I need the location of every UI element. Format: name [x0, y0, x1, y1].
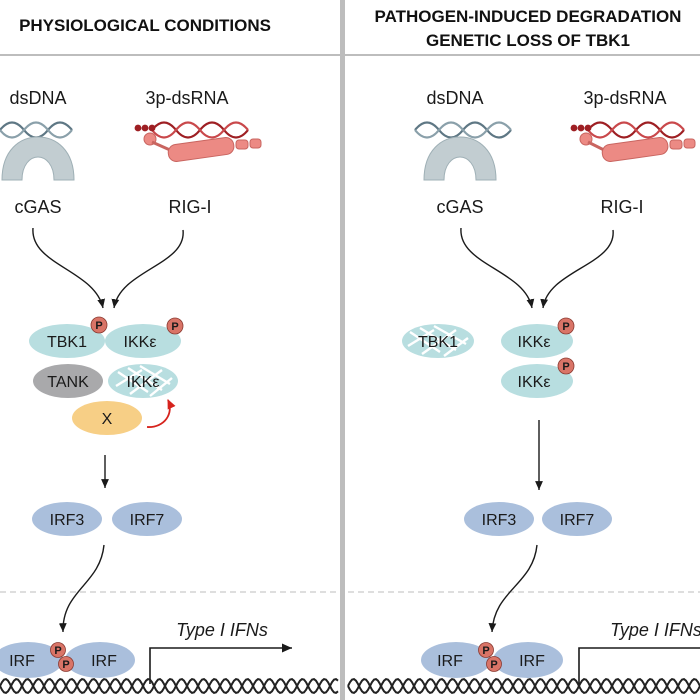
left-ikk-top-protein	[105, 324, 181, 358]
right-ikk-bottom-protein	[501, 364, 573, 398]
header-right-line2: GENETIC LOSS OF TBK1	[426, 31, 630, 50]
left-irf7-protein	[112, 502, 182, 536]
right-arrow-to-dimer	[488, 544, 538, 633]
left-red-arrow	[146, 399, 176, 428]
left-irf-b-protein	[65, 642, 135, 678]
right-cgas-shape	[423, 136, 497, 181]
left-ifn-label: Type I IFNs	[176, 620, 268, 640]
right-cgas-label: cGAS	[436, 197, 483, 217]
right-dimer-phospho-2	[486, 656, 502, 672]
phospho-label: P	[95, 320, 102, 332]
left-tank-protein	[33, 364, 103, 398]
right-irf-a-protein	[421, 642, 491, 678]
phospho-label: P	[562, 361, 569, 373]
left-irf-a-label: IRF	[9, 653, 35, 670]
header-right-line1: PATHOGEN-INDUCED DEGRADATION	[375, 7, 682, 26]
right-rna-helix	[587, 121, 685, 139]
phospho-label: P	[490, 659, 497, 671]
right-irf3-label: IRF3	[482, 512, 517, 529]
header-left: PHYSIOLOGICAL CONDITIONS	[19, 16, 271, 35]
right-irf7-protein	[542, 502, 612, 536]
panel-divider	[340, 0, 345, 700]
right-triphosphate	[570, 124, 592, 132]
phospho-label: P	[171, 321, 178, 333]
left-irf3-protein	[32, 502, 102, 536]
left-ikk-degraded-label: IKKε	[127, 374, 160, 391]
left-tank-label: TANK	[47, 374, 89, 391]
left-dna-strand	[0, 678, 339, 694]
right-irf-b-label: IRF	[519, 653, 545, 670]
phospho-label: P	[54, 645, 61, 657]
left-x-label: X	[102, 411, 113, 428]
right-irf-a-label: IRF	[437, 653, 463, 670]
left-ifn-arrow	[149, 643, 292, 684]
right-dsdna-label: dsDNA	[426, 88, 483, 108]
left-irf3-label: IRF3	[50, 512, 85, 529]
phospho-label: P	[62, 659, 69, 671]
left-cgas-shape	[1, 136, 75, 181]
right-arrow-cgas	[460, 227, 535, 309]
right-panel: dsDNA 3p-dsRNA cGAS RIG-I TB	[347, 88, 700, 694]
left-ikk-top-label: IKKε	[124, 334, 157, 351]
right-dna-strand	[347, 678, 700, 694]
left-x-protein	[72, 401, 142, 435]
left-dsdna-helix	[0, 121, 73, 139]
right-rna-label: 3p-dsRNA	[583, 88, 666, 108]
right-irf-b-protein	[493, 642, 563, 678]
right-irf3-protein	[464, 502, 534, 536]
left-cgas-label: cGAS	[14, 197, 61, 217]
right-ikk-top-phospho	[557, 317, 575, 335]
right-rig-i-shape	[579, 132, 696, 162]
left-tbk1-label: TBK1	[47, 334, 87, 351]
left-dimer-phospho-2	[58, 656, 74, 672]
left-ikk-degraded-hatch	[115, 364, 173, 397]
right-ikk-bottom-phospho	[557, 357, 575, 375]
phospho-label: P	[562, 321, 569, 333]
right-tbk1-degraded-label: TBK1	[418, 334, 458, 351]
left-irf7-label: IRF7	[130, 512, 165, 529]
left-irf-b-label: IRF	[91, 653, 117, 670]
right-irf7-label: IRF7	[560, 512, 595, 529]
left-ikk-phospho	[166, 317, 184, 335]
left-dsdna-label: dsDNA	[9, 88, 66, 108]
right-rig-label: RIG-I	[601, 197, 644, 217]
right-dimer-phospho-1	[478, 642, 494, 658]
left-rna-helix	[151, 121, 249, 139]
phospho-label: P	[482, 645, 489, 657]
left-arrow-rig	[111, 229, 184, 309]
right-dsdna-helix	[414, 121, 512, 139]
left-dimer-phospho-1	[50, 642, 66, 658]
left-panel: dsDNA 3p-dsRNA cGAS RIG-I	[0, 88, 339, 694]
left-arrow-cgas	[32, 227, 106, 309]
right-ifn-label: Type I IFNs	[610, 620, 700, 640]
left-rig-i-shape	[143, 132, 262, 162]
right-tbk1-degraded-hatch	[407, 324, 469, 357]
right-ikk-top-label: IKKε	[518, 334, 551, 351]
left-rig-label: RIG-I	[169, 197, 212, 217]
left-rna-label: 3p-dsRNA	[145, 88, 228, 108]
left-arrow-to-dimer	[58, 544, 105, 633]
right-arrow-rig	[540, 229, 614, 309]
left-tbk1-phospho	[90, 316, 108, 334]
left-irf-a-protein	[0, 642, 63, 678]
right-ikk-top-protein	[501, 324, 573, 358]
left-triphosphate	[134, 124, 156, 132]
right-ikk-bottom-label: IKKε	[518, 374, 551, 391]
left-tbk1-protein	[29, 324, 105, 358]
right-ifn-line	[578, 647, 700, 684]
